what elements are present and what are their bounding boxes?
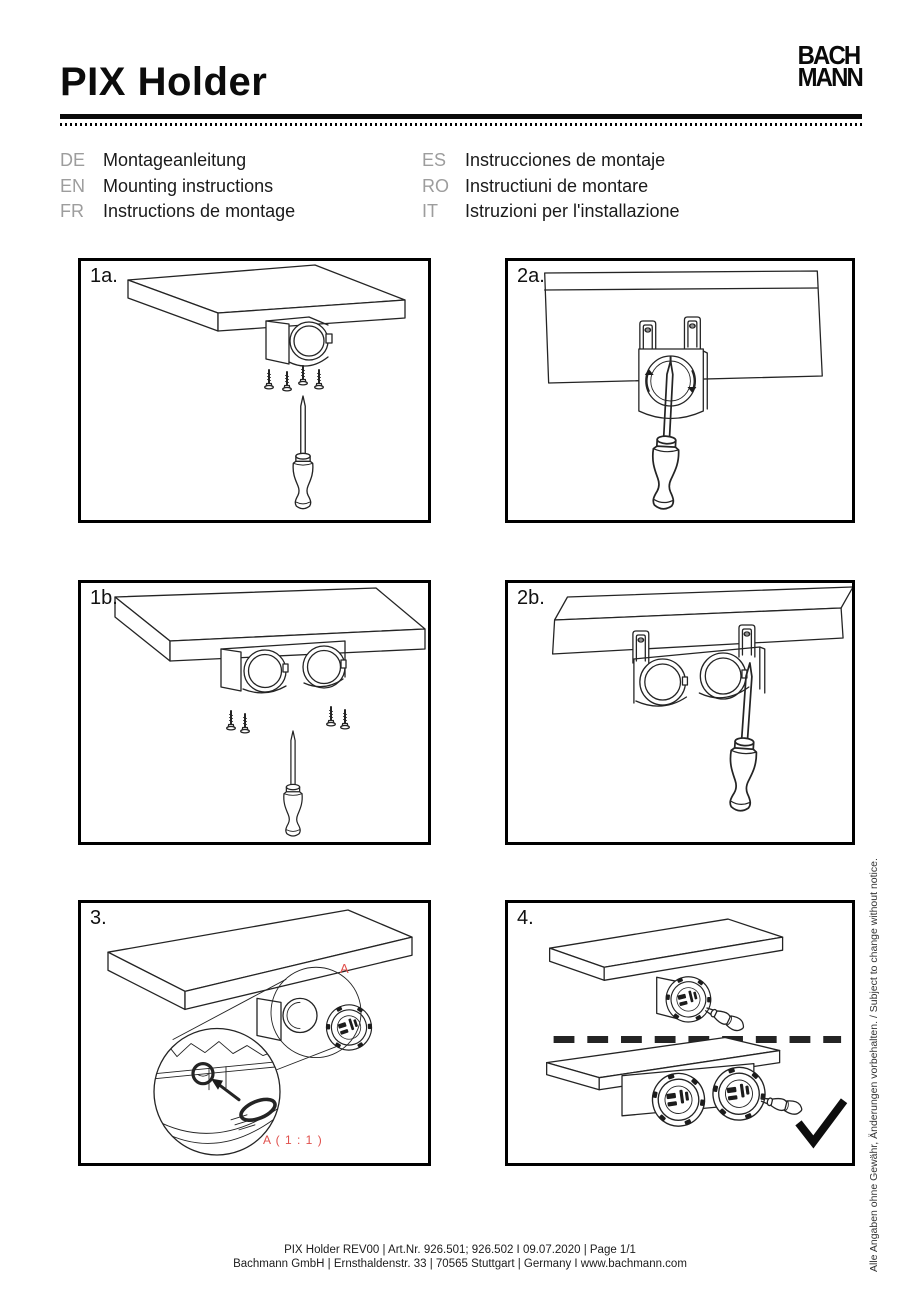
panel-label: 1b. — [90, 587, 118, 609]
language-code: IT — [422, 201, 438, 221]
language-code: DE — [60, 150, 86, 170]
footer-line1: PIX Holder REV00 | Art.Nr. 926.501; 926.… — [284, 1244, 636, 1256]
screwdriver-icon — [283, 730, 303, 837]
mounting-tab — [683, 316, 701, 350]
panel-label: 4. — [517, 907, 534, 929]
magnified-view — [153, 1027, 281, 1156]
logo-line2: MANN — [797, 62, 864, 92]
side-note: Alle Angaben ohne Gewähr, Änderungen vor… — [868, 858, 880, 1272]
illustration-1a — [127, 264, 406, 510]
illustration-3 — [107, 909, 413, 1156]
header-dotted-divider — [60, 123, 862, 126]
language-code: RO — [422, 176, 449, 196]
language-row-es: ES Instrucciones de montaje — [422, 150, 665, 171]
panel-3: 3. A A ( 1 : 1 ) — [78, 900, 431, 1166]
rotation-arrows — [644, 369, 697, 393]
detail-connector-lines — [172, 978, 340, 1071]
language-code: ES — [422, 150, 447, 170]
illustration-4 — [546, 918, 848, 1149]
table-edge — [544, 270, 823, 384]
panel-label: 3. — [90, 907, 107, 929]
panel-label: 2a. — [517, 265, 545, 287]
illustration-2b — [551, 586, 852, 813]
logo-line1: BACH — [797, 40, 862, 70]
holder-bracket — [256, 997, 318, 1042]
mounting-tab — [738, 624, 756, 658]
panel-label: 2b. — [517, 587, 545, 609]
table-slab — [107, 909, 413, 1011]
holder-plate-single — [638, 348, 708, 420]
panel-2a: 2a. — [505, 258, 855, 523]
holder-bracket-double — [220, 640, 347, 694]
scene-single-socket — [548, 918, 784, 1035]
panel-4: 4. — [505, 900, 855, 1166]
panel-label: 1a. — [90, 265, 118, 287]
mounting-tab — [639, 320, 657, 354]
holder-bracket-double — [633, 646, 766, 707]
beam — [551, 586, 852, 655]
screws — [263, 365, 325, 392]
footer: PIX Holder REV00 | Art.Nr. 926.501; 926.… — [0, 1244, 920, 1271]
check-icon — [795, 1098, 848, 1149]
page-title: PIX Holder — [60, 60, 268, 104]
illustration-1b — [114, 587, 426, 837]
screws — [225, 706, 351, 734]
language-code: FR — [60, 201, 84, 221]
scene-double-socket — [546, 1036, 804, 1131]
panel-2b: 2b. — [505, 580, 855, 845]
language-text: Mounting instructions — [103, 176, 274, 196]
language-row-it: IT Istruzioni per l'installazione — [422, 201, 680, 222]
annotation-scale: A ( 1 : 1 ) — [263, 1133, 323, 1147]
table-slab — [127, 264, 406, 332]
holder-bracket-single — [265, 316, 333, 367]
language-row-ro: RO Instructiuni de montare — [422, 176, 648, 197]
annotation-a: A — [340, 961, 349, 976]
language-text: Instructiuni de montare — [465, 176, 649, 196]
language-code: EN — [60, 176, 86, 196]
language-text: Montageanleitung — [103, 150, 247, 170]
panel-1b: 1b. — [78, 580, 431, 845]
language-text: Instructions de montage — [103, 201, 296, 221]
header-divider — [60, 114, 862, 119]
language-row-en: EN Mounting instructions — [60, 176, 273, 197]
bachmann-logo: BACH MANN — [797, 40, 864, 92]
plug-icon — [702, 1002, 747, 1035]
language-text: Istruzioni per l'installazione — [465, 201, 680, 221]
socket-module — [319, 997, 379, 1057]
plug-icon — [759, 1092, 804, 1117]
illustration-2a — [544, 270, 823, 511]
panel-1a: 1a. — [78, 258, 431, 523]
language-row-de: DE Montageanleitung — [60, 150, 246, 171]
language-text: Instrucciones de montaje — [465, 150, 666, 170]
detail-reference-circle — [270, 966, 362, 1059]
language-row-fr: FR Instructions de montage — [60, 201, 295, 222]
screwdriver-icon — [292, 395, 314, 510]
footer-line2: Bachmann GmbH | Ernsthaldenstr. 33 | 705… — [233, 1257, 687, 1270]
